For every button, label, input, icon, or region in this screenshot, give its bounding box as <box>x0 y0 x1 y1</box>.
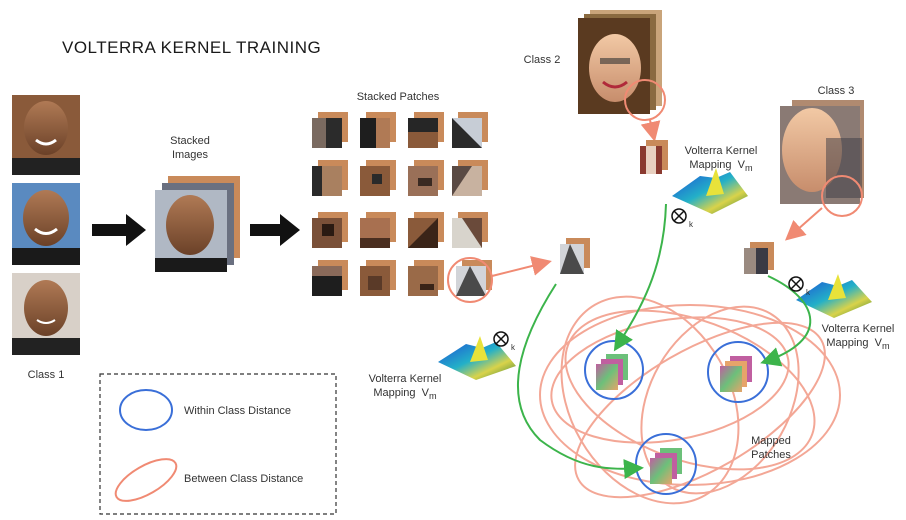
class2-face-photo <box>578 10 662 114</box>
kernel-mapping-title: Volterra Kernel <box>368 373 442 385</box>
class2-mapping-arrow <box>613 203 667 352</box>
class1-face-photo-2 <box>12 183 80 265</box>
class1-mapping-arrow <box>517 283 644 480</box>
within-class-legend-label: Within Class Distance <box>184 405 291 417</box>
kernel-mapping-word: Mapping <box>373 387 416 399</box>
kernel-mapping-word: Mapping <box>826 337 869 349</box>
class3-mapping-arrow <box>760 275 812 367</box>
class3-patch-arrow <box>785 207 823 241</box>
class3-patch-circle <box>821 175 863 217</box>
patch-to-class1-patch-arrow <box>491 256 552 277</box>
kernel-surface-icon-class3 <box>796 274 872 318</box>
kernel-surface-icon-class2 <box>672 168 748 214</box>
tensor-operator-icon-class2 <box>671 208 687 224</box>
mapped-patch-cluster-3 <box>635 433 697 495</box>
class2-patch-arrow <box>640 119 661 142</box>
class1-extracted-patch <box>560 238 590 274</box>
operator-subscript-class2: k <box>689 220 693 229</box>
selected-patch-circle <box>447 257 493 303</box>
stacked-patches-label: Stacked Patches <box>356 91 440 103</box>
diagram-title: VOLTERRA KERNEL TRAINING <box>62 38 322 57</box>
between-class-ellipses <box>539 295 841 505</box>
legend-box <box>99 373 337 515</box>
tensor-operator-icon-class1 <box>493 331 509 347</box>
operator-subscript-class1: k <box>511 343 515 352</box>
kernel-surface-icon-class1 <box>438 336 516 380</box>
class2-label: Class 2 <box>523 54 561 66</box>
class2-extracted-patch <box>640 140 668 174</box>
kernel-symbol: V <box>737 159 746 171</box>
within-class-legend-icon <box>119 389 173 431</box>
class1-face-photo-1 <box>12 95 80 175</box>
mapped-patch-cluster-1 <box>584 340 644 400</box>
class3-face-photo <box>780 100 864 204</box>
class2-patch-circle <box>624 79 666 121</box>
kernel-mapping-word: Mapping <box>689 159 732 171</box>
class3-label: Class 3 <box>817 85 855 97</box>
stacked-images-label: Stacked Images <box>170 135 210 161</box>
kernel-mapping-title: Volterra Kernel <box>684 145 758 157</box>
class3-extracted-patch <box>744 242 774 274</box>
tensor-operator-icon-class3 <box>788 276 804 292</box>
stacked-patches-grid <box>312 112 492 296</box>
arrow-to-stacked-images <box>92 214 146 246</box>
kernel-mapping-title: Volterra Kernel <box>821 323 895 335</box>
operator-subscript-class3: k <box>806 288 810 297</box>
kernel-mapping-line2: Mapping Vm <box>808 336 906 353</box>
mapped-patches-label: Mapped Patches <box>751 435 791 461</box>
class1-face-photo-3 <box>12 273 80 355</box>
mapped-patch-cluster-2 <box>707 341 769 403</box>
kernel-symbol: V <box>874 337 883 349</box>
kernel-subscript: m <box>429 391 437 402</box>
kernel-mapping-line2: Mapping Vm <box>668 158 774 175</box>
kernel-mapping-label-class3: Volterra Kernel Mapping Vm <box>808 322 906 353</box>
arrow-to-stacked-patches <box>250 214 300 246</box>
class1-label: Class 1 <box>27 369 65 381</box>
between-class-legend-icon <box>114 458 178 502</box>
kernel-mapping-line2: Mapping Vm <box>352 386 458 403</box>
kernel-symbol: V <box>421 387 430 399</box>
between-class-legend-label: Between Class Distance <box>184 473 304 485</box>
stacked-images <box>155 176 240 272</box>
kernel-subscript: m <box>882 341 890 352</box>
kernel-mapping-label-class1: Volterra Kernel Mapping Vm <box>352 372 458 403</box>
kernel-subscript: m <box>745 163 753 174</box>
kernel-mapping-label-class2: Volterra Kernel Mapping Vm <box>668 144 774 175</box>
